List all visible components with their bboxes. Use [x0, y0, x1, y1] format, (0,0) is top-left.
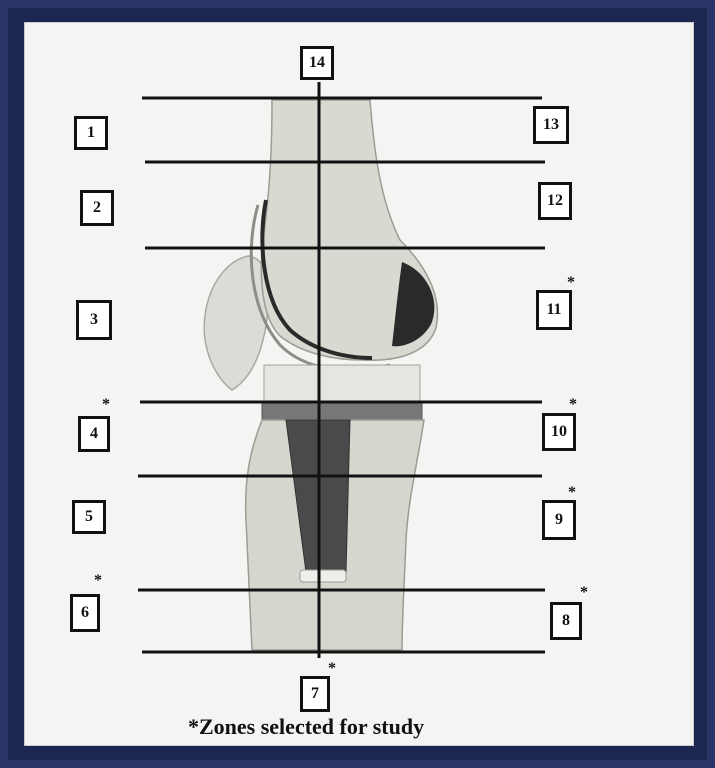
- zone-box-2: 2: [80, 190, 114, 226]
- zone-box-13: 13: [533, 106, 569, 144]
- selected-marker-9: *: [568, 484, 576, 502]
- zone-box-11: 11: [536, 290, 572, 330]
- selected-marker-11: *: [567, 274, 575, 292]
- zone-box-6: 6: [70, 594, 100, 632]
- patella-illustration: [204, 256, 268, 390]
- stem-tip: [300, 570, 346, 582]
- selected-marker-7: *: [328, 660, 336, 678]
- zone-box-14: 14: [300, 46, 334, 80]
- selected-marker-6: *: [94, 572, 102, 590]
- zone-box-5: 5: [72, 500, 106, 534]
- zone-box-4: 4: [78, 416, 110, 452]
- zone-box-7: 7: [300, 676, 330, 712]
- zone-box-8: 8: [550, 602, 582, 640]
- figure-caption: *Zones selected for study: [188, 714, 424, 740]
- zone-box-10: 10: [542, 413, 576, 451]
- selected-marker-10: *: [569, 396, 577, 414]
- tibial-tray: [262, 402, 422, 422]
- selected-marker-4: *: [102, 396, 110, 414]
- selected-marker-8: *: [580, 584, 588, 602]
- tibial-insert: [264, 365, 420, 403]
- zone-box-9: 9: [542, 500, 576, 540]
- zone-box-1: 1: [74, 116, 108, 150]
- zone-box-3: 3: [76, 300, 112, 340]
- zone-box-12: 12: [538, 182, 572, 220]
